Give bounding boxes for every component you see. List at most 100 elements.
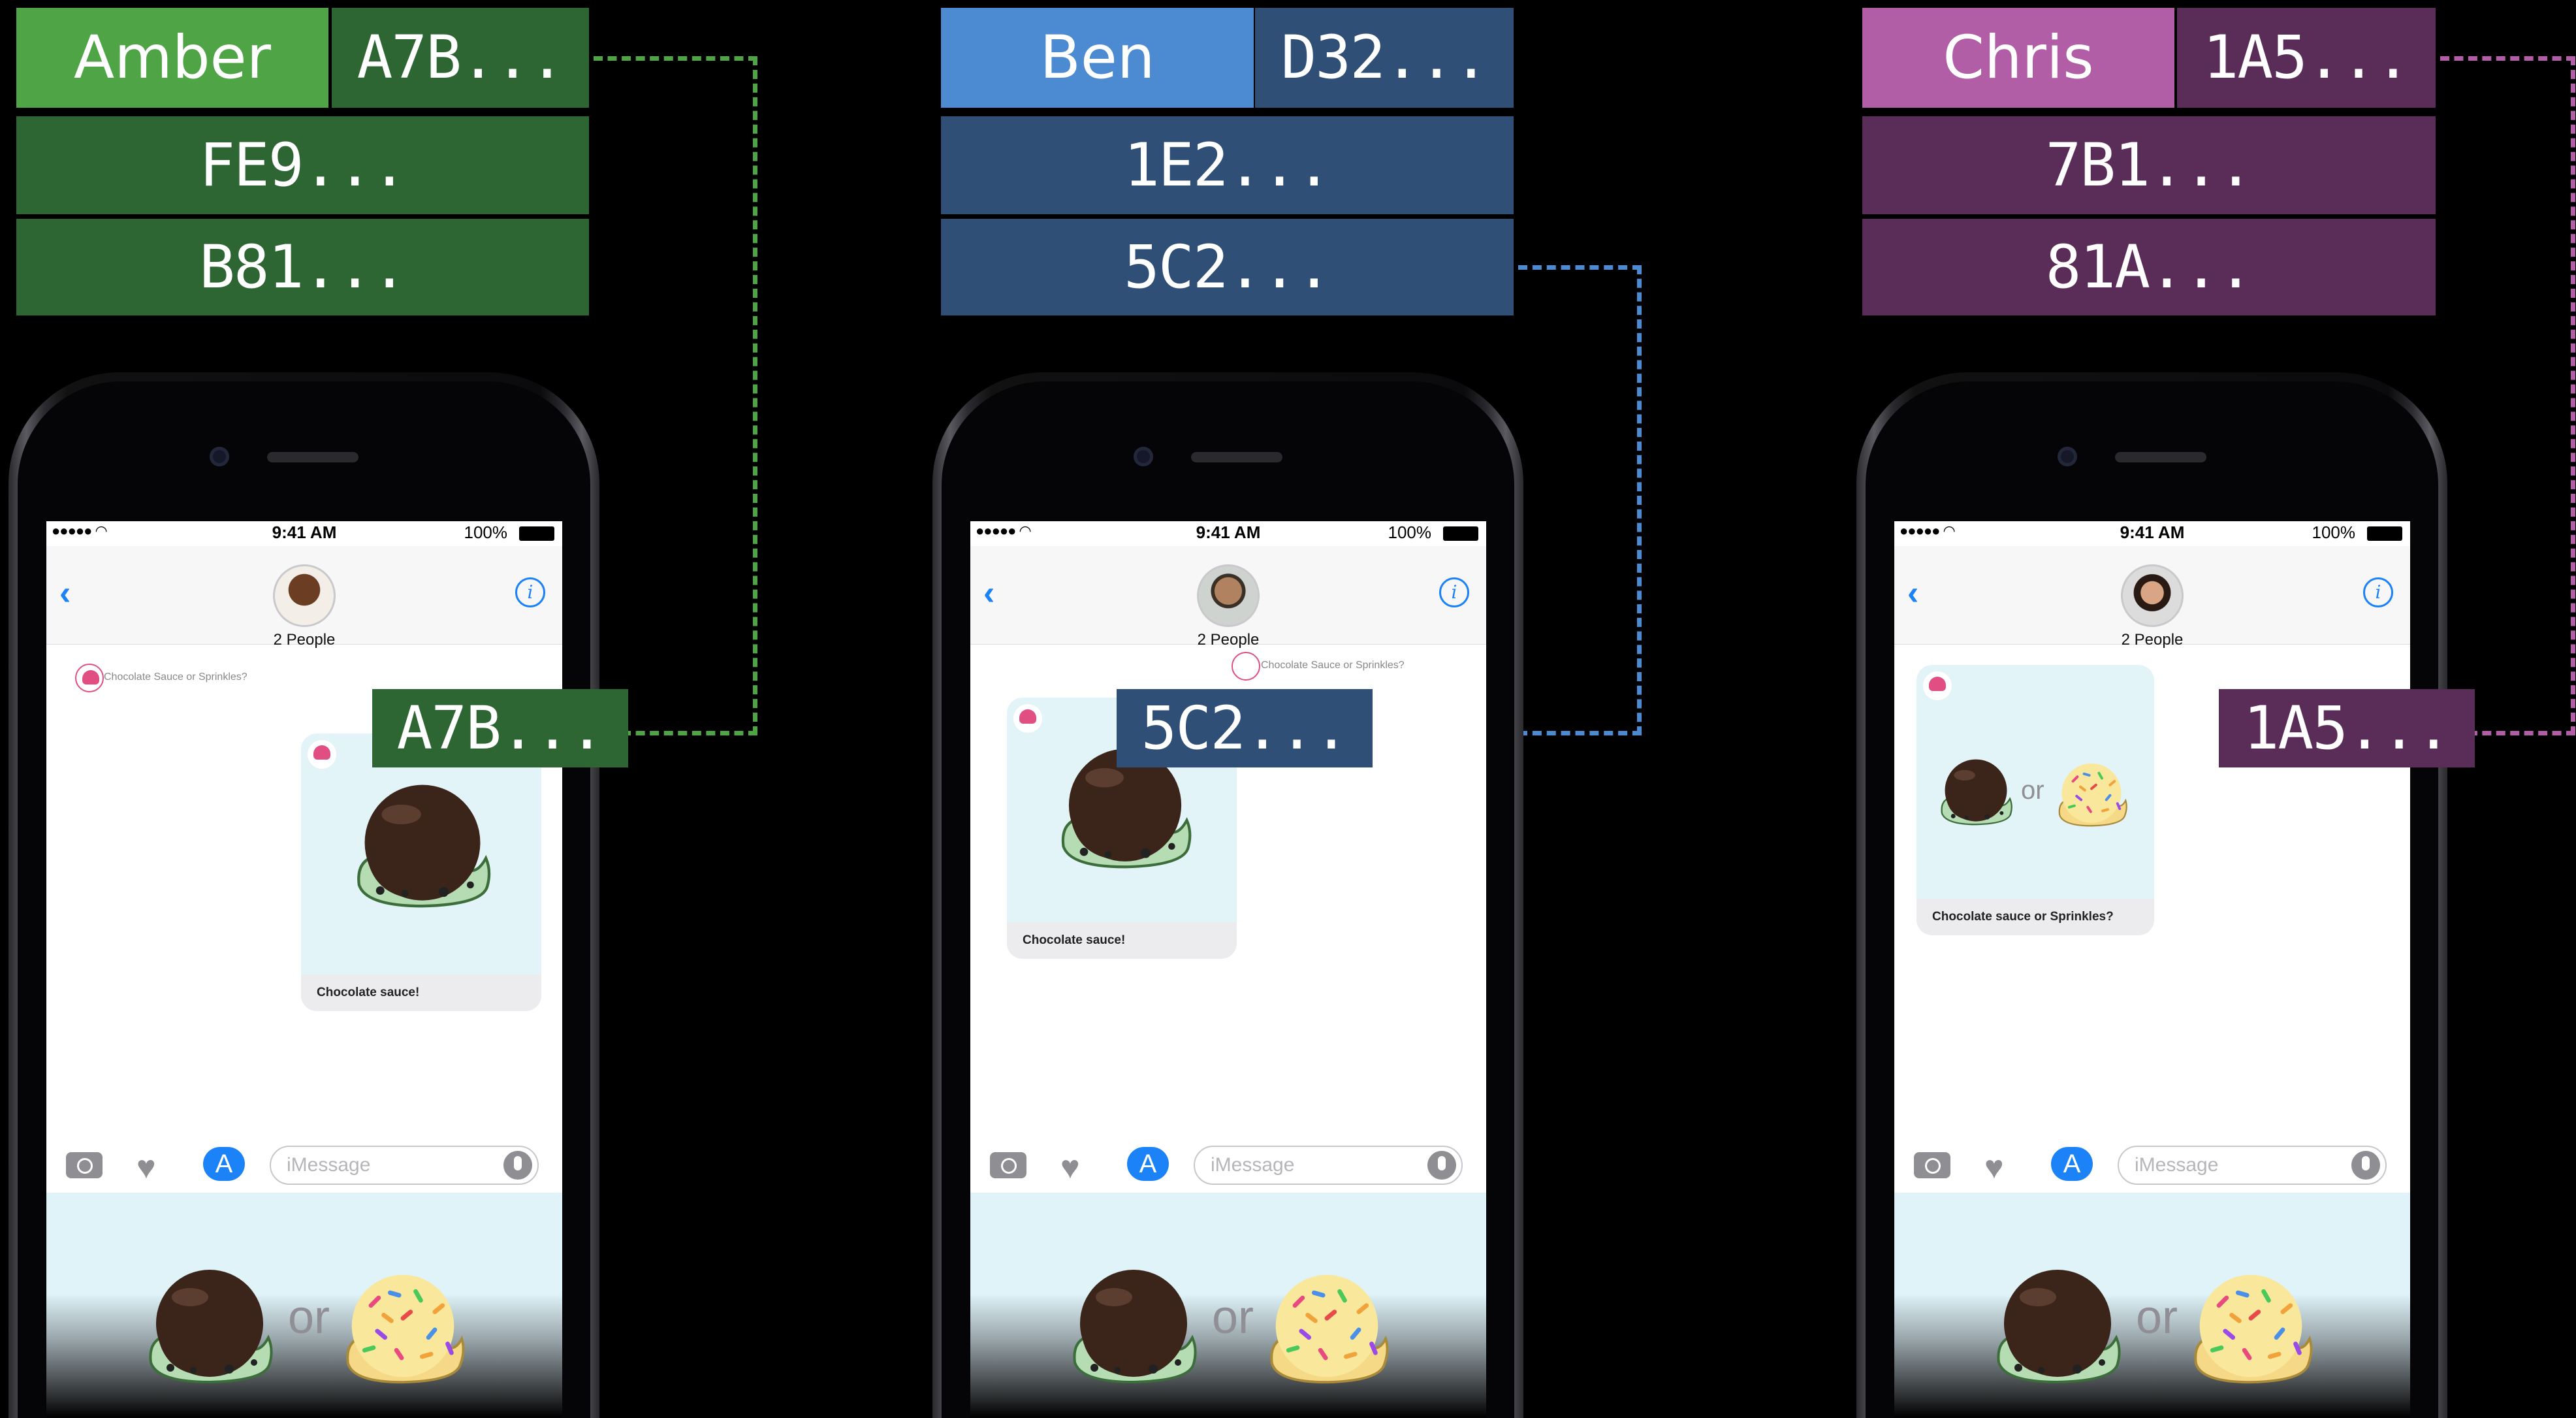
phone-bezel: ●●●●● ◠ 9:41 AM 100% ‹ 2 People i Chocol… (18, 381, 590, 1418)
chocolate-ice-cream-sticker (1937, 756, 2014, 828)
amber-connector-mask (588, 62, 747, 722)
ben-connector-line (1518, 265, 1642, 735)
sprinkles-ice-cream-sticker (2054, 759, 2129, 830)
status-bar: ●●●●● ◠ 9:41 AM 100% (1894, 521, 2410, 546)
message-bubble[interactable]: Chocolate sauce! (301, 733, 541, 1011)
heart-hands-icon[interactable]: ♥ (1060, 1149, 1080, 1185)
sprinkles-ice-cream-sticker[interactable] (1263, 1267, 1391, 1389)
signal-dots-icon: ●●●●● ◠ (1900, 523, 1956, 539)
chocolate-ice-cream-sticker[interactable] (1068, 1265, 1199, 1389)
amber-screen: ●●●●● ◠ 9:41 AM 100% ‹ 2 People i Chocol… (46, 521, 562, 1417)
message-list: or Chocolate sauce or Sprinkles? (1894, 645, 2410, 1134)
earpiece-speaker (267, 452, 358, 462)
message-caption-tag: Chocolate Sauce or Sprinkles? (104, 671, 247, 683)
heart-hands-icon[interactable]: ♥ (1984, 1149, 2004, 1185)
app-store-icon[interactable]: A (1127, 1147, 1169, 1181)
sticker-app-drawer: or (46, 1193, 562, 1417)
conversation-header: ‹ 2 People i (1894, 546, 2410, 649)
app-store-icon[interactable]: A (2051, 1147, 2093, 1181)
camera-icon[interactable] (1914, 1152, 1950, 1178)
amber-phone: ●●●●● ◠ 9:41 AM 100% ‹ 2 People i Chocol… (8, 372, 599, 1418)
heart-hands-icon[interactable]: ♥ (136, 1149, 156, 1185)
chris-screen: ●●●●● ◠ 9:41 AM 100% ‹ 2 People i or Cho… (1894, 521, 2410, 1417)
ben-id-cell: D32... (1255, 8, 1514, 108)
avatar[interactable] (1197, 564, 1260, 627)
status-time: 9:41 AM (272, 523, 337, 542)
info-icon[interactable]: i (1439, 577, 1469, 607)
participants-label[interactable]: 2 People (2121, 631, 2184, 649)
compose-toolbar: ♥ A iMessage (1894, 1134, 2410, 1193)
message-input[interactable]: iMessage (270, 1146, 539, 1185)
bubble-caption: Chocolate sauce or Sprinkles? (1916, 899, 2154, 935)
message-input[interactable]: iMessage (2118, 1146, 2387, 1185)
message-input-placeholder: iMessage (2135, 1154, 2219, 1176)
app-badge-icon (1923, 671, 1952, 700)
ben-name-cell: Ben (941, 8, 1254, 108)
chris-id-callout: 1A5... (2219, 689, 2475, 767)
message-input[interactable]: iMessage (1194, 1146, 1463, 1185)
battery-icon (1443, 526, 1478, 541)
status-time: 9:41 AM (1196, 523, 1261, 542)
sprinkles-ice-cream-sticker[interactable] (2187, 1267, 2315, 1389)
or-label: or (288, 1291, 330, 1344)
app-store-icon[interactable]: A (203, 1147, 245, 1181)
phone-bezel: ●●●●● ◠ 9:41 AM 100% ‹ 2 People i Chocol… (942, 381, 1514, 1418)
battery-icon (519, 526, 554, 541)
app-tag-icon (1232, 652, 1260, 681)
chocolate-ice-cream-sticker (352, 779, 493, 913)
signal-dots-icon: ●●●●● ◠ (976, 523, 1032, 539)
message-bubble[interactable]: or Chocolate sauce or Sprinkles? (1916, 665, 2154, 935)
bubble-caption: Chocolate sauce! (301, 975, 541, 1011)
or-label: or (2021, 776, 2044, 805)
compose-toolbar: ♥ A iMessage (970, 1134, 1486, 1193)
message-input-placeholder: iMessage (287, 1154, 371, 1176)
sticker-app-drawer: or (970, 1193, 1486, 1417)
amber-id-cell: B81... (16, 219, 589, 315)
or-label: or (1212, 1291, 1254, 1344)
front-camera-icon (210, 447, 229, 466)
chris-id-cell: 81A... (1862, 219, 2436, 315)
amber-id-cell: A7B... (332, 8, 589, 108)
chevron-left-icon[interactable]: ‹ (1907, 574, 1919, 612)
message-input-placeholder: iMessage (1211, 1154, 1295, 1176)
status-bar: ●●●●● ◠ 9:41 AM 100% (46, 521, 562, 546)
sprinkles-ice-cream-sticker[interactable] (339, 1267, 467, 1389)
info-icon[interactable]: i (515, 577, 545, 607)
camera-icon[interactable] (66, 1152, 103, 1178)
microphone-icon[interactable] (2351, 1151, 2380, 1180)
front-camera-icon (1134, 447, 1153, 466)
conversation-header: ‹ 2 People i (46, 546, 562, 649)
app-badge-icon (308, 740, 336, 769)
signal-dots-icon: ●●●●● ◠ (52, 523, 108, 539)
bubble-caption: Chocolate sauce! (1007, 922, 1237, 959)
camera-icon[interactable] (990, 1152, 1026, 1178)
microphone-icon[interactable] (503, 1151, 532, 1180)
app-tag-icon (75, 664, 104, 692)
battery-icon (2367, 526, 2402, 541)
ben-id-callout: 5C2... (1117, 689, 1373, 767)
chocolate-ice-cream-sticker[interactable] (1992, 1265, 2123, 1389)
chocolate-ice-cream-sticker[interactable] (144, 1265, 275, 1389)
or-label: or (2136, 1291, 2178, 1344)
app-badge-icon (1013, 704, 1042, 733)
ben-phone: ●●●●● ◠ 9:41 AM 100% ‹ 2 People i Chocol… (932, 372, 1523, 1418)
microphone-icon[interactable] (1427, 1151, 1456, 1180)
conversation-header: ‹ 2 People i (970, 546, 1486, 649)
amber-connector-line (594, 56, 757, 735)
ben-id-cell: 1E2... (941, 116, 1514, 214)
avatar[interactable] (2121, 564, 2184, 627)
sticker-app-drawer: or (1894, 1193, 2410, 1417)
chris-id-cell: 1A5... (2177, 8, 2436, 108)
battery-percent: 100% (1388, 523, 1432, 542)
participants-label[interactable]: 2 People (273, 631, 336, 649)
avatar[interactable] (273, 564, 336, 627)
chevron-left-icon[interactable]: ‹ (983, 574, 995, 612)
chris-id-cell: 7B1... (1862, 116, 2436, 214)
status-bar: ●●●●● ◠ 9:41 AM 100% (970, 521, 1486, 546)
message-caption-tag: Chocolate Sauce or Sprinkles? (1261, 660, 1405, 671)
amber-id-cell: FE9... (16, 116, 589, 214)
participants-label[interactable]: 2 People (1197, 631, 1260, 649)
battery-percent: 100% (2312, 523, 2356, 542)
chevron-left-icon[interactable]: ‹ (59, 574, 71, 612)
info-icon[interactable]: i (2363, 577, 2393, 607)
